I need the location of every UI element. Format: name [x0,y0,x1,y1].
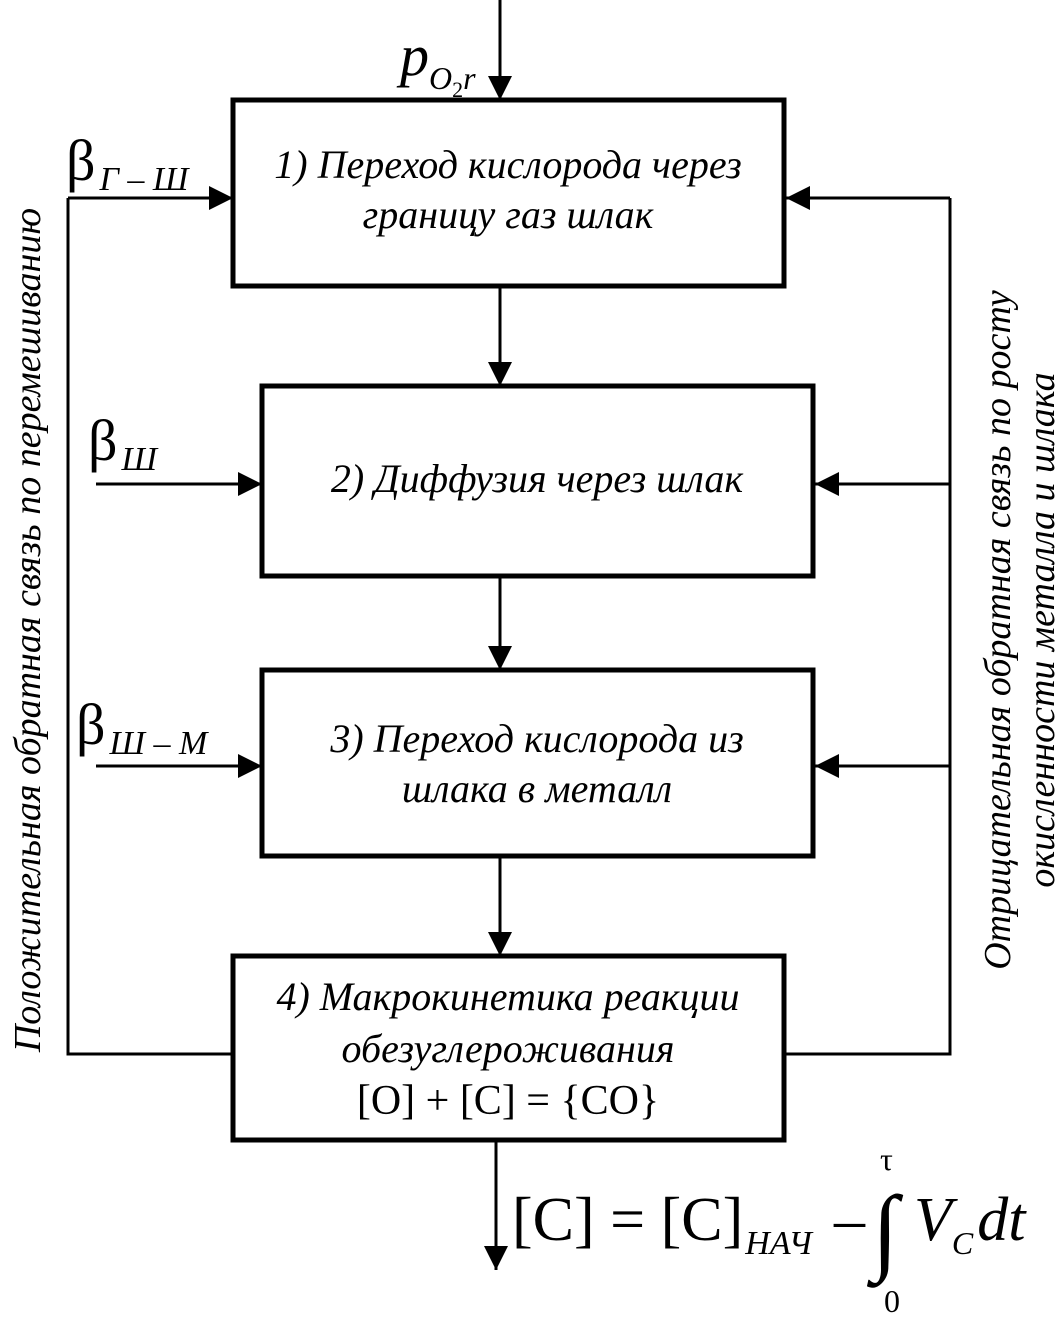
formula-lower-limit: 0 [884,1283,900,1319]
formula-dt: dt [977,1186,1027,1254]
formula-minus: – [833,1186,866,1254]
formula-lhs-main: [C] = [C] [512,1186,743,1254]
block-1 [230,97,787,289]
formula-integrand-main: V [914,1186,958,1254]
beta-symbol-2: β [88,408,118,473]
block-4-line-2: обезуглероживания [342,1026,675,1071]
block-1-line-1: 1) Переход кислорода через [274,142,741,187]
block-3-line-2: шлака в металл [402,766,672,811]
formula-integrand: VCdt [914,1186,1027,1261]
right-feedback-label-1: Отрицательная обратная связь по росту [977,290,1019,970]
block-4-line-1: 4) Макрокинетика реакции [276,974,739,1019]
beta-sub-1: Г – Ш [99,161,190,198]
block-3-line-1: 3) Переход кислорода из [329,716,743,761]
block-4-equation: [O] + [C] = {CO} [357,1078,659,1124]
formula-upper-limit: τ [880,1141,893,1177]
beta-symbol-3: β [76,692,106,757]
block-4 [230,953,787,1143]
output-formula-lhs: [C] = [C]НАЧ [512,1186,813,1262]
block-1-line-2: границу газ шлак [363,192,654,237]
beta-sub-2: Ш [121,441,159,478]
right-feedback-label-2: окисленности металла и шлака [1021,372,1062,887]
formula-integrand-sub: C [952,1225,974,1261]
beta-sub-3: Ш – М [109,725,209,762]
block-3 [259,667,816,859]
input-label-sub-o: O [429,60,452,96]
block-2 [259,383,816,579]
input-label-main: p [396,23,429,88]
block-2-line-1: 2) Диффузия через шлак [331,456,743,501]
formula-integral: ∫ [866,1176,904,1288]
input-label-sub-2: 2 [452,77,463,102]
input-label-sub-r: r [463,60,476,96]
input-label: pO2r [396,23,476,102]
left-feedback-label: Положительная обратная связь по перемеши… [7,208,49,1053]
left-feedback-loop [66,198,233,1056]
formula-lhs-sub: НАЧ [744,1225,813,1262]
beta-symbol-1: β [66,128,96,193]
right-feedback-loop [784,198,952,1056]
